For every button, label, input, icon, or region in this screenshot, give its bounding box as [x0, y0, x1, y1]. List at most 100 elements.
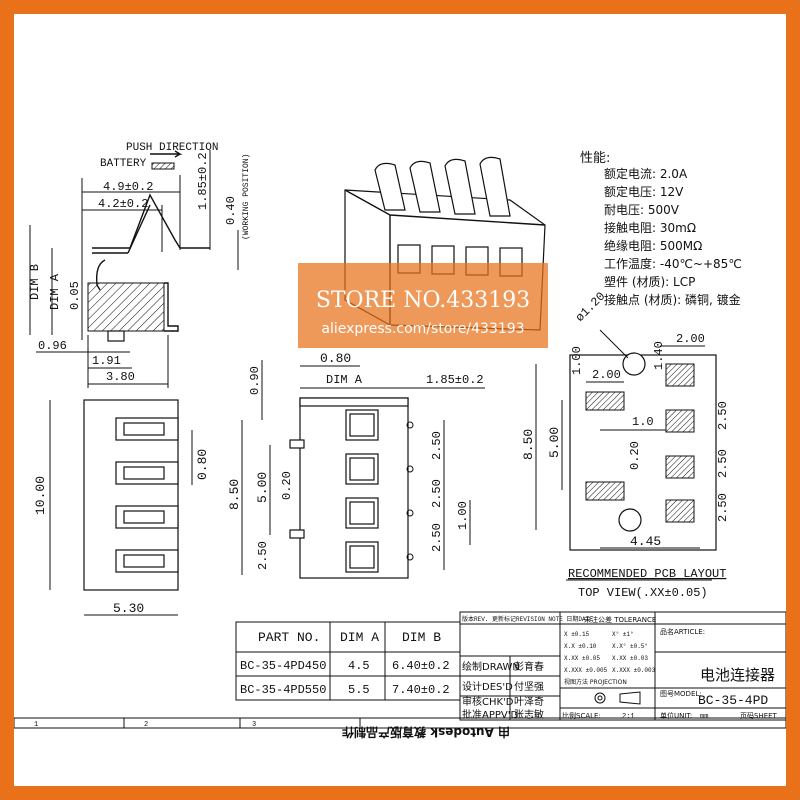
- dim-0-05: 0.05: [68, 281, 82, 310]
- dim-1-85: 1.85±0.2: [196, 152, 210, 210]
- design-name: 付坚强: [514, 680, 544, 693]
- push-direction-label: PUSH DIRECTION: [126, 142, 218, 154]
- battery-label: BATTERY: [100, 158, 147, 170]
- spring-contact: [92, 193, 210, 249]
- parts-table: PART NO. DIM A DIM B BC-35-4PD450 4.5 6.…: [235, 621, 461, 701]
- working-position-label: (WORKING POSITION): [242, 154, 251, 240]
- property-item: 工作温度: -40℃~+85℃: [604, 256, 742, 271]
- pcb-dim-8-50: 8.50: [521, 429, 536, 460]
- pcb-subtitle: TOP VIEW(.XX±0.05): [578, 586, 708, 600]
- properties-heading: 性能:: [580, 151, 610, 166]
- dim-0-80: 0.80: [195, 449, 210, 480]
- tol-cell: X.X° ±0.5°: [612, 643, 648, 650]
- front-dim-5-00: 5.00: [255, 472, 270, 503]
- property-item: 额定电压: 12V: [604, 184, 684, 199]
- dim-0-40: 0.40: [224, 196, 238, 225]
- dim-0-96: 0.96: [38, 339, 67, 353]
- housing-section: [87, 282, 165, 332]
- bottom-view: 10.00 0.80 5.30: [33, 399, 210, 616]
- pcb-dim-1-40: 1.40: [652, 341, 666, 370]
- front-dim-8-50: 8.50: [227, 479, 242, 510]
- pcb-title: RECOMMENDED PCB LAYOUT: [568, 567, 726, 581]
- tol-cell: X ±0.15: [564, 631, 590, 638]
- pcb-dim-0-20: 0.20: [628, 441, 642, 470]
- pcb-layout: ø1.20 2.00 1.40 1.00 2.00 1.0 0.20 2.50 …: [521, 289, 730, 600]
- pcb-dim-2-00-top: 2.00: [676, 332, 705, 346]
- dim-4-9: 4.9±0.2: [103, 180, 153, 194]
- dim-b-label: DIM B: [28, 264, 42, 300]
- ruler-label: 1: [34, 721, 38, 729]
- watermark-url: aliexpress.com/store/433193: [321, 321, 524, 337]
- design-label: 设计DES'D: [462, 680, 513, 693]
- front-dim-0-90: 0.90: [248, 366, 262, 395]
- tol-cell: X.XX ±0.03: [612, 655, 648, 662]
- front-dim-a: DIM A: [326, 373, 363, 387]
- table-header-dim-a: DIM A: [340, 630, 379, 645]
- pcb-dim-2-00-left: 2.00: [592, 368, 621, 382]
- pcb-dim-2-50-b: 2.50: [716, 449, 730, 478]
- front-dim-1-85: 1.85±0.2: [426, 373, 484, 387]
- pcb-dim-2-50-c: 2.50: [716, 493, 730, 522]
- watermark-store: STORE NO.433193: [316, 288, 530, 313]
- front-dim-0-20: 0.20: [280, 471, 294, 500]
- check-name: 叶泽奇: [514, 695, 544, 708]
- store-watermark: STORE NO.433193 aliexpress.com/store/433…: [298, 263, 548, 348]
- front-dim-2-50-a: 2.50: [256, 541, 270, 570]
- drawn-name: 彭育春: [514, 660, 544, 673]
- pcb-dim-5-00: 5.00: [547, 427, 562, 458]
- table-cell: BC-35-4PD450: [240, 659, 326, 673]
- article-label: 品名ARTICLE:: [660, 627, 705, 636]
- table-cell: 5.5: [348, 683, 370, 697]
- property-item: 接触电阻: 30mΩ: [604, 220, 696, 235]
- dim-4-2: 4.2±0.2: [98, 197, 148, 211]
- table-header-part: PART NO.: [258, 630, 320, 645]
- dim-1-91: 1.91: [92, 354, 121, 368]
- side-view: PUSH DIRECTION BATTERY 4.9±0.2 4.2±0.2 1…: [28, 142, 251, 388]
- unit-label: 单位UNIT:: [660, 711, 692, 720]
- pcb-dim-1-00: 1.00: [570, 346, 584, 375]
- property-item: 额定电流: 2.0A: [604, 166, 688, 181]
- dim-3-80: 3.80: [106, 370, 135, 384]
- check-label: 审核CHK'D: [462, 695, 514, 708]
- tol-cell: X.X ±0.10: [564, 643, 597, 650]
- tolerance-label: 未注公差 TOLERANCE: [584, 615, 656, 624]
- front-dim-2-50-c: 2.50: [430, 479, 444, 508]
- pcb-dim-1-0: 1.0: [632, 415, 654, 429]
- scale-value: 2:1: [622, 713, 635, 721]
- tol-cell: X.XXX ±0.005: [564, 667, 608, 674]
- front-dim-2-50-d: 2.50: [430, 523, 444, 552]
- table-header-dim-b: DIM B: [402, 630, 441, 645]
- dim-5-30: 5.30: [113, 601, 144, 616]
- tol-cell: X° ±1°: [612, 631, 634, 638]
- ruler-label: 2: [144, 721, 148, 729]
- tol-cell: X.XXX ±0.003: [612, 667, 656, 674]
- model-name: BC-35-4PD: [698, 693, 768, 708]
- property-item: 绝缘电阻: 500MΩ: [604, 238, 702, 253]
- front-dim-0-80: 0.80: [320, 351, 351, 366]
- front-dim-1-00: 1.00: [456, 501, 470, 530]
- ruler-label: 3: [252, 721, 256, 729]
- dim-10-00: 10.00: [33, 476, 48, 515]
- table-cell: 7.40±0.2: [392, 683, 450, 697]
- tol-cell: X.XX ±0.05: [564, 655, 600, 662]
- table-cell: 6.40±0.2: [392, 659, 450, 673]
- battery-symbol: [151, 162, 175, 170]
- pcb-dim-2-50-a: 2.50: [716, 401, 730, 430]
- table-cell: BC-35-4PD550: [240, 683, 326, 697]
- pcb-dim-4-45: 4.45: [630, 534, 661, 549]
- model-label: 图号MODEL:: [660, 690, 702, 698]
- article-name: 电池连接器: [700, 666, 775, 684]
- drawn-label: 绘制DRAWN: [462, 660, 520, 673]
- scale-label: 比例SCALE:: [562, 711, 601, 720]
- rev-header: 版本REV. 更新标记REVISION NOTE 日期DATE: [462, 615, 593, 623]
- unit-value: mm: [700, 713, 708, 721]
- front-view: 0.80 0.90 DIM A 1.85±0.2 8.50 5.00 0.20 …: [227, 351, 485, 579]
- mirrored-autodesk-text: 由 Autodesk 教育版产品制作: [342, 725, 510, 740]
- property-item: 塑件 (材质): LCP: [604, 274, 695, 289]
- property-item: 耐电压: 500V: [604, 203, 680, 217]
- front-dim-2-50-b: 2.50: [430, 431, 444, 460]
- projection-symbol: [594, 691, 641, 705]
- properties-list: 性能: 额定电流: 2.0A 额定电压: 12V 耐电压: 500V 接触电阻:…: [580, 151, 742, 307]
